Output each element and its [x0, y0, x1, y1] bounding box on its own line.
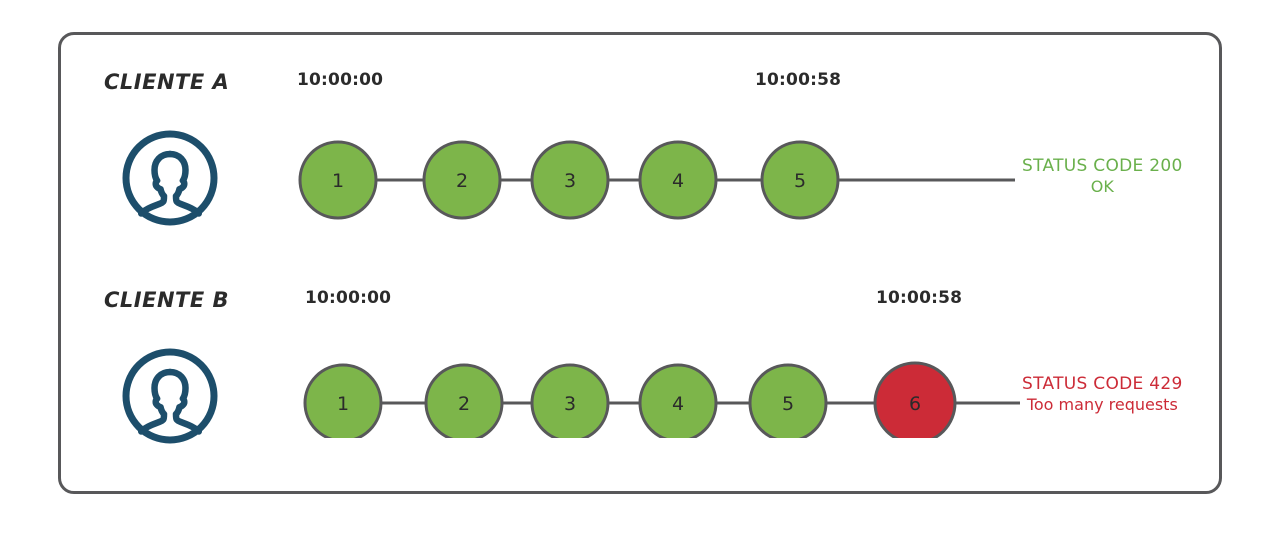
request-node[interactable]: 2: [424, 363, 504, 438]
request-node[interactable]: 2: [422, 140, 502, 220]
client-a-label: CLIENTE A: [104, 70, 230, 94]
timestamp-b-start: 10:00:00: [305, 288, 392, 308]
status-message-text: OK: [1090, 177, 1114, 197]
request-node[interactable]: 5: [748, 363, 828, 438]
request-node[interactable]: 4: [638, 363, 718, 438]
request-node-label: 5: [794, 170, 806, 192]
request-node-label: 6: [909, 393, 921, 415]
request-node[interactable]: 1: [298, 140, 378, 220]
status-code-text: STATUS CODE 200: [1022, 156, 1183, 176]
client-b-label: CLIENTE B: [104, 288, 230, 312]
timestamp-a-start: 10:00:00: [297, 70, 384, 90]
status-code-text: STATUS CODE 429: [1022, 374, 1183, 394]
request-node-label: 3: [564, 170, 576, 192]
user-avatar-icon: [120, 128, 220, 228]
request-node-label: 5: [782, 393, 794, 415]
diagram-frame: [58, 32, 1222, 494]
request-node[interactable]: 3: [530, 140, 610, 220]
request-timeline-a: 1 2 3 4 5: [0, 70, 1280, 220]
request-node[interactable]: 1: [303, 363, 383, 438]
request-node-label: 1: [337, 393, 349, 415]
status-badge-b: STATUS CODE 429 Too many requests: [1022, 374, 1183, 415]
request-node-blocked[interactable]: 6: [873, 361, 957, 438]
request-timeline-b: 1 2 3 4 5: [0, 288, 1280, 438]
status-message-text: Too many requests: [1026, 395, 1178, 415]
request-node-label: 4: [672, 170, 684, 192]
user-avatar-icon: [120, 346, 220, 446]
timestamp-a-end: 10:00:58: [755, 70, 842, 90]
status-badge-a: STATUS CODE 200 OK: [1022, 156, 1183, 197]
request-node[interactable]: 3: [530, 363, 610, 438]
request-node-label: 3: [564, 393, 576, 415]
request-node-label: 2: [456, 170, 468, 192]
timestamp-b-end: 10:00:58: [876, 288, 963, 308]
request-node[interactable]: 5: [760, 140, 840, 220]
request-node[interactable]: 4: [638, 140, 718, 220]
request-node-label: 4: [672, 393, 684, 415]
request-node-label: 2: [458, 393, 470, 415]
request-node-label: 1: [332, 170, 344, 192]
